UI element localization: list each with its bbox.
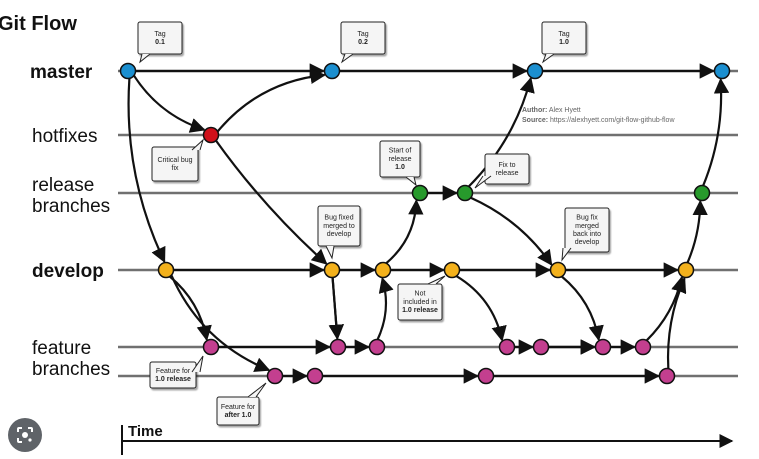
- author-credit: Author: Alex Hyett: [522, 107, 581, 114]
- note-line: Tag: [558, 31, 569, 38]
- edge-d6-r3: [686, 199, 708, 264]
- note-line: Fix to: [498, 162, 515, 169]
- commit-master-m1: [119, 62, 137, 80]
- commit-master-m3: [526, 62, 544, 80]
- commit-develop-d1: [157, 261, 175, 279]
- note-line: 1.0 release: [402, 307, 438, 314]
- note-line: Feature for: [156, 368, 191, 375]
- time-axis-label: Time: [128, 423, 163, 440]
- note-line: fix: [172, 165, 180, 172]
- commit-hotfix-h1: [202, 126, 220, 144]
- commit-develop-d5: [549, 261, 567, 279]
- commit-master-m4: [713, 62, 731, 80]
- note-line: Feature for: [221, 404, 256, 411]
- note-line: Start of: [389, 148, 412, 155]
- note-line: merged: [575, 223, 599, 230]
- note-line: Critical bug: [157, 157, 192, 164]
- edge-r3-m4: [702, 77, 730, 187]
- commit-edges: [127, 63, 730, 384]
- edge-d5-f6: [561, 275, 604, 342]
- lens-icon: [17, 427, 33, 443]
- note-line: after 1.0: [225, 412, 252, 419]
- edge-f7-d6: [645, 275, 687, 342]
- lane-label-master: master: [30, 62, 93, 83]
- commit-release-r2: [456, 184, 474, 202]
- edge-d2-f2: [328, 277, 344, 341]
- note-line: 1.0: [559, 39, 569, 46]
- commit-feature-f1: [202, 338, 220, 356]
- commit-feature-g1: [266, 367, 284, 385]
- note-line: develop: [575, 239, 600, 246]
- note-line: Tag: [154, 31, 165, 38]
- note-line: develop: [327, 231, 352, 238]
- edge-f3-d3: [376, 276, 394, 340]
- diagram-title: Git Flow: [0, 13, 77, 35]
- note-line: Not: [415, 291, 426, 298]
- commit-feature-g3: [477, 367, 495, 385]
- edge-h1-m2: [216, 68, 327, 133]
- edge-r2-d5: [470, 196, 553, 266]
- edge-m1-h1: [133, 74, 206, 133]
- commit-feature-f4: [498, 338, 516, 356]
- lane-label-hotfixes: hotfixes: [32, 126, 97, 147]
- commit-develop-d4: [443, 261, 461, 279]
- source-credit: Source: https://alexhyett.com/git-flow-g…: [522, 117, 675, 124]
- edge-d1-g1: [170, 274, 271, 372]
- note-line: 1.0 release: [155, 376, 191, 383]
- note-line: release: [389, 156, 412, 163]
- commit-feature-f5: [532, 338, 550, 356]
- commit-feature-f3: [368, 338, 386, 356]
- commit-feature-f2: [329, 338, 347, 356]
- edge-d3-r1: [385, 199, 424, 265]
- commit-feature-f6: [594, 338, 612, 356]
- note-line: Bug fix: [576, 215, 598, 222]
- edge-h1-d2: [215, 139, 328, 265]
- edge-m1-d1: [127, 78, 166, 264]
- edge-g4-d6: [666, 276, 687, 369]
- commit-feature-f7: [634, 338, 652, 356]
- commit-release-r3: [693, 184, 711, 202]
- note-line: release: [496, 170, 519, 177]
- edge-d4-f4: [455, 275, 507, 342]
- note-line: 0.2: [358, 39, 368, 46]
- note-line: back into: [573, 231, 601, 238]
- note-line: included in: [403, 299, 437, 306]
- commit-release-r1: [411, 184, 429, 202]
- lane-label-develop: develop: [32, 261, 104, 282]
- time-axis: Time: [121, 423, 734, 455]
- note-line: 0.1: [155, 39, 165, 46]
- commit-master-m2: [323, 62, 341, 80]
- commit-develop-d6: [677, 261, 695, 279]
- lens-search-button[interactable]: [8, 418, 42, 452]
- commit-feature-g4: [658, 367, 676, 385]
- commit-develop-d2: [323, 261, 341, 279]
- note-line: Bug fixed: [324, 215, 353, 222]
- note-line: 1.0: [395, 164, 405, 171]
- note-line: Tag: [357, 31, 368, 38]
- note-line: merged to: [323, 223, 355, 230]
- commit-nodes: [119, 62, 731, 385]
- commit-feature-g2: [306, 367, 324, 385]
- commit-develop-d3: [374, 261, 392, 279]
- edge-r2-m3: [467, 76, 535, 188]
